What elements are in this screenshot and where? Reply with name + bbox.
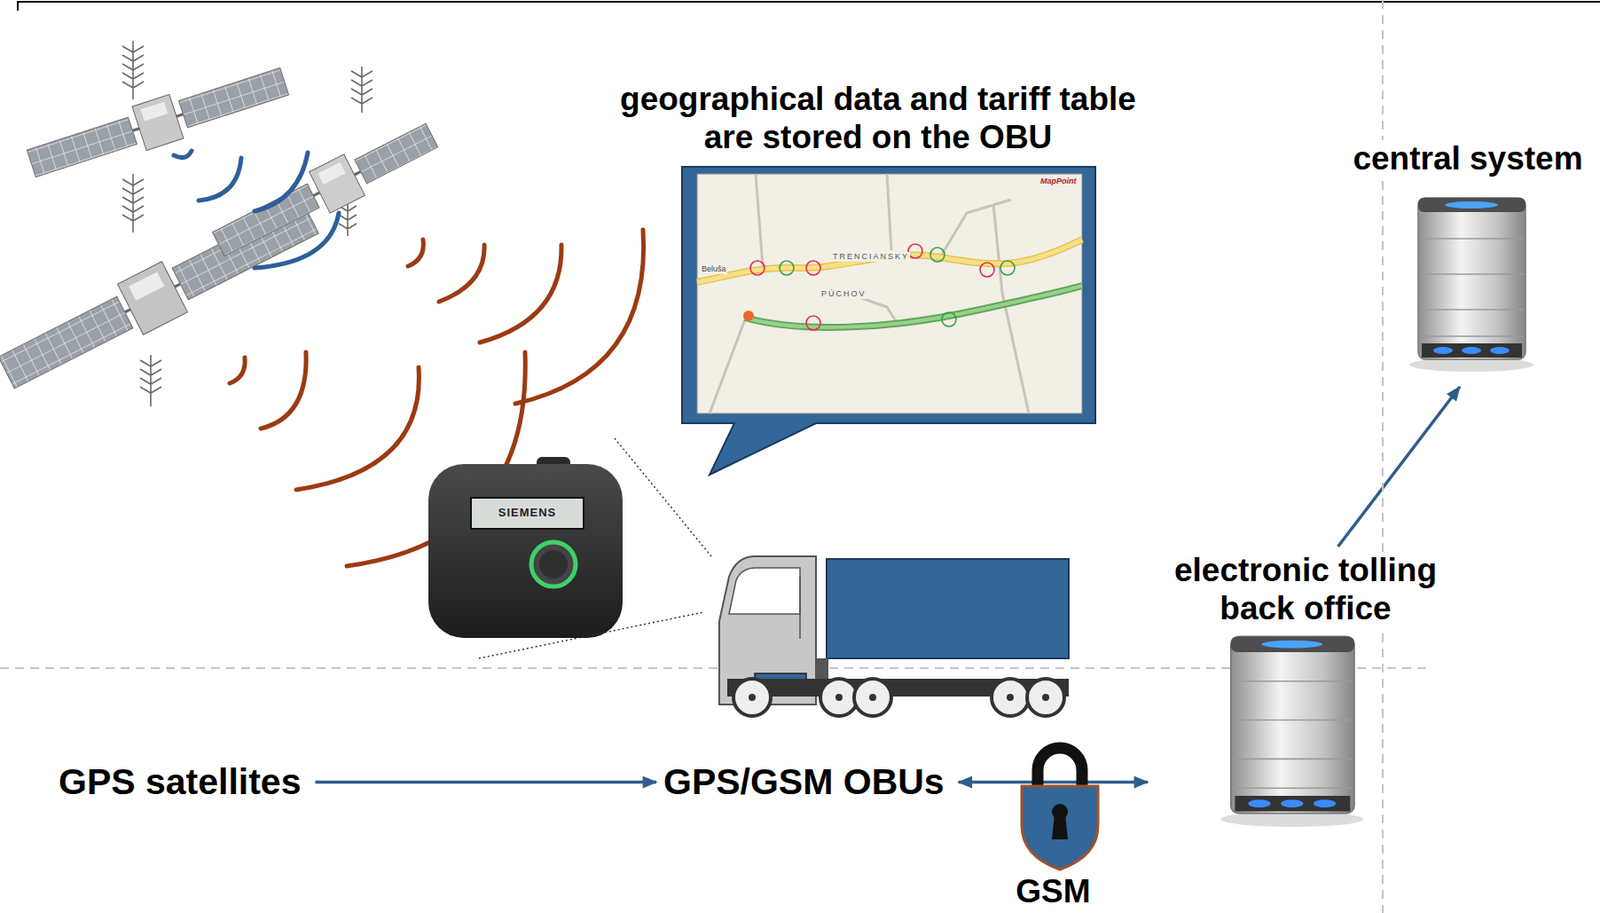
source-label: GPS satellites <box>54 760 312 803</box>
map-town: PÚCHOV <box>820 289 868 299</box>
edge-label: GSM <box>1015 874 1091 908</box>
flow-arrow <box>958 780 1148 785</box>
leader-line <box>478 438 712 659</box>
lock-symbol <box>1021 747 1099 870</box>
obu-device <box>428 456 623 638</box>
map-credit: MapPoint <box>1039 176 1078 187</box>
map <box>697 173 1083 414</box>
device-label: GPS/GSM OBUs <box>659 760 956 803</box>
flow-arrow <box>314 780 657 785</box>
server-node: central system <box>1339 140 1597 382</box>
frame-line <box>17 1 1600 11</box>
server-icon <box>1220 635 1364 827</box>
satellite <box>23 59 291 186</box>
flow-arrow <box>1338 386 1460 547</box>
node-text: GPS/GSM OBUs <box>659 760 956 803</box>
speech-bubble <box>682 166 1096 475</box>
callout-text: geographical data and tariff table are s… <box>603 79 1153 157</box>
signal-wave <box>173 150 339 268</box>
truck <box>719 556 1069 716</box>
map-town: Beluša <box>700 264 728 275</box>
node-text: electronic tolling back office <box>1151 551 1460 628</box>
device-brand: SIEMENS <box>470 503 584 522</box>
divider-line <box>0 666 1428 669</box>
server-node: electronic tolling back office <box>1151 551 1460 832</box>
divider-line <box>1381 0 1384 913</box>
map-region: TRENCIANSKY <box>831 251 910 262</box>
node-text: central system <box>1349 140 1586 179</box>
server-icon <box>1409 197 1534 372</box>
node-text: GPS satellites <box>54 760 312 803</box>
antenna <box>122 40 373 407</box>
